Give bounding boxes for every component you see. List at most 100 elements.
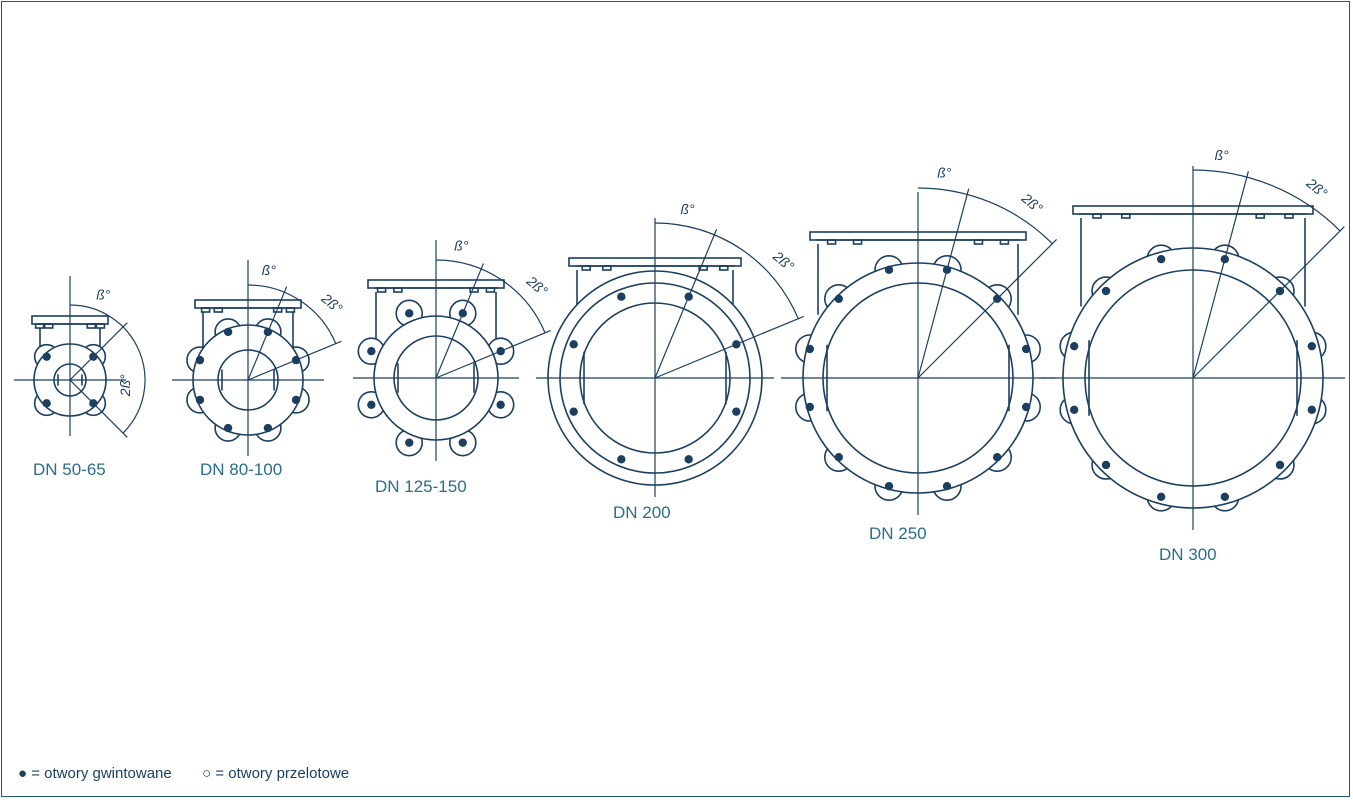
beta-label: ß° [454, 237, 469, 253]
threaded-hole-1 [1156, 254, 1166, 264]
threaded-hole-10 [1307, 341, 1317, 351]
threaded-hole-6 [291, 395, 301, 405]
plate-notch-0 [1092, 213, 1102, 219]
plate-notch-3 [999, 239, 1010, 245]
two-beta-ray [654, 315, 804, 379]
threaded-hole-2 [1101, 286, 1111, 296]
threaded-hole-9 [1021, 402, 1031, 412]
plate-notch-3 [285, 307, 296, 313]
beta-label: ß° [96, 287, 111, 303]
filled-dot-icon: ● [18, 765, 28, 782]
beta-label: ß° [681, 201, 696, 217]
threaded-hole-1 [884, 265, 894, 275]
threaded-hole-1 [405, 309, 414, 318]
threaded-hole-6 [1156, 492, 1166, 502]
two-beta-label: 2ß° [318, 289, 346, 316]
threaded-hole-2 [367, 347, 376, 356]
plate-notch-1 [852, 239, 863, 245]
beta-label: ß° [262, 262, 277, 278]
size-label-dn80-100: DN 80-100 [200, 460, 283, 479]
plate-notch-3 [95, 323, 106, 329]
threaded-hole-6 [884, 481, 894, 491]
beta-ray [917, 188, 970, 379]
beta-ray [654, 229, 718, 379]
two-beta-label: 2ß° [523, 272, 551, 299]
beta-label: ß° [937, 165, 952, 181]
plate-notch-0 [581, 265, 592, 271]
two-beta-label: 2ß° [1303, 174, 1331, 201]
plate-notch-0 [200, 307, 211, 313]
legend: ● = otwory gwintowane ○ = otwory przelot… [18, 765, 349, 782]
beta-label: ß° [1215, 147, 1230, 163]
threaded-hole-7 [942, 481, 952, 491]
threaded-hole-3 [569, 407, 578, 416]
threaded-hole-2 [42, 399, 51, 408]
flange-view-1: ß° 2ß° [172, 260, 346, 456]
two-beta-ray [1192, 226, 1345, 379]
threaded-hole-3 [805, 344, 815, 354]
flange-view-5: ß° 2ß° [1041, 147, 1345, 530]
plate-notch-1 [213, 307, 224, 313]
threaded-hole-5 [458, 438, 467, 447]
plate-notch-1 [43, 323, 54, 329]
flange-view-0: ß°2ß° [14, 276, 146, 438]
flange-view-2: ß° 2ß° [353, 237, 551, 461]
plate-notch-2 [973, 239, 984, 245]
beta-ray [1192, 171, 1249, 379]
threaded-hole-3 [1069, 341, 1079, 351]
two-beta-ray [69, 379, 128, 438]
threaded-hole-6 [732, 407, 741, 416]
plate-notch-2 [698, 265, 708, 271]
plate-notch-3 [1284, 213, 1294, 219]
dimension-arc [654, 222, 799, 319]
threaded-hole-4 [617, 455, 626, 464]
threaded-hole-8 [1275, 460, 1285, 470]
threaded-hole-1 [223, 327, 233, 337]
threaded-hole-3 [367, 400, 376, 409]
plate-notch-2 [1255, 213, 1265, 219]
plate-notch-0 [34, 323, 45, 329]
threaded-hole-4 [405, 438, 414, 447]
plate-notch-2 [469, 287, 479, 293]
threaded-hole-10 [1021, 344, 1031, 354]
flange-view-4: ß° 2ß° [781, 165, 1058, 515]
open-circle-icon: ○ [202, 765, 212, 782]
dimension-arc [247, 284, 337, 344]
plate-notch-1 [602, 265, 612, 271]
plate-notch-1 [393, 287, 403, 293]
two-beta-ray [247, 340, 342, 381]
threaded-hole-5 [684, 455, 693, 464]
two-beta-label: 2ß° [1018, 189, 1046, 216]
threaded-hole-7 [1220, 492, 1230, 502]
size-label-dn300: DN 300 [1159, 545, 1217, 564]
threaded-hole-9 [1307, 405, 1317, 415]
plate-notch-2 [86, 323, 97, 329]
plate-notch-0 [376, 287, 387, 293]
threaded-hole-3 [195, 395, 205, 405]
beta-ray [247, 286, 288, 381]
threaded-hole-1 [42, 352, 51, 361]
size-label-dn200: DN 200 [613, 503, 671, 522]
dimension-arc [917, 187, 1053, 245]
dimension-arc [435, 259, 546, 334]
threaded-hole-2 [569, 340, 578, 349]
threaded-hole-5 [834, 452, 844, 462]
threaded-hole-1 [617, 292, 626, 301]
threaded-hole-5 [1101, 460, 1111, 470]
legend-through-text: = otwory przelotowe [215, 765, 350, 782]
threaded-hole-6 [496, 400, 505, 409]
two-beta-ray [435, 329, 551, 379]
size-label-dn250: DN 250 [869, 524, 927, 543]
plate-notch-3 [718, 265, 729, 271]
plate-notch-0 [826, 239, 837, 245]
threaded-hole-2 [834, 294, 844, 304]
threaded-hole-4 [805, 402, 815, 412]
flange-view-3: ß°2ß° [536, 201, 804, 497]
dimension-arc [1192, 169, 1341, 232]
threaded-hole-5 [263, 423, 273, 433]
legend-threaded-text: = otwory gwintowane [31, 765, 172, 782]
threaded-hole-2 [195, 355, 205, 365]
dimension-arc [69, 304, 146, 434]
threaded-hole-4 [1069, 405, 1079, 415]
